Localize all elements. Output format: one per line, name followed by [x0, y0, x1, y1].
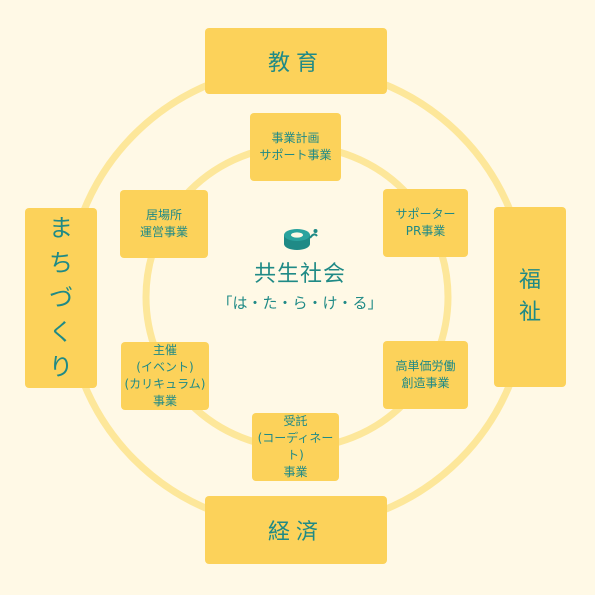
yarn-spool-icon — [284, 229, 318, 250]
category-economy: 経済 — [205, 496, 387, 564]
center-concept: 共生社会 「は・た・ら・け・る」 — [185, 226, 415, 313]
category-welfare: 福 祉 — [494, 207, 566, 387]
project-high-value-labor-label: 高単価労働 創造事業 — [395, 359, 456, 390]
center-subtitle: 「は・た・ら・け・る」 — [217, 294, 383, 312]
category-town-char: ち — [49, 248, 73, 277]
category-town-char: づ — [49, 283, 73, 312]
category-education: 教育 — [205, 28, 387, 94]
category-town-char: ま — [49, 214, 73, 242]
project-high-value-labor: 高単価労働 創造事業 — [383, 341, 468, 409]
project-business-plan-support: 事業計画 サポート事業 — [250, 113, 341, 181]
project-supporter-pr: サポーター PR事業 — [383, 189, 468, 257]
category-education-label: 教育 — [267, 51, 324, 76]
category-welfare-char: 福 — [518, 268, 541, 294]
category-town-char: く — [49, 318, 73, 347]
project-supporter-pr-label: サポーター PR事業 — [395, 207, 456, 238]
project-place-operation-label: 居場所 運営事業 — [139, 208, 188, 239]
category-economy-label: 経済 — [267, 520, 324, 545]
project-hosted-events-label: 主催 (イベント) (カリキュラム) 事業 — [124, 343, 206, 408]
category-town-development: ま ち づ く り — [25, 208, 97, 388]
project-place-operation: 居場所 運営事業 — [120, 190, 208, 258]
category-town-char: り — [49, 353, 73, 382]
project-contract-coordination: 受託 (コーディネート) 事業 — [252, 413, 339, 481]
center-title: 共生社会 — [253, 262, 346, 287]
category-welfare-char: 祉 — [518, 300, 541, 325]
project-contract-coordination-label: 受託 (コーディネート) 事業 — [257, 414, 334, 479]
project-business-plan-support-label: 事業計画 サポート事業 — [259, 131, 332, 162]
project-hosted-events: 主催 (イベント) (カリキュラム) 事業 — [121, 342, 209, 410]
